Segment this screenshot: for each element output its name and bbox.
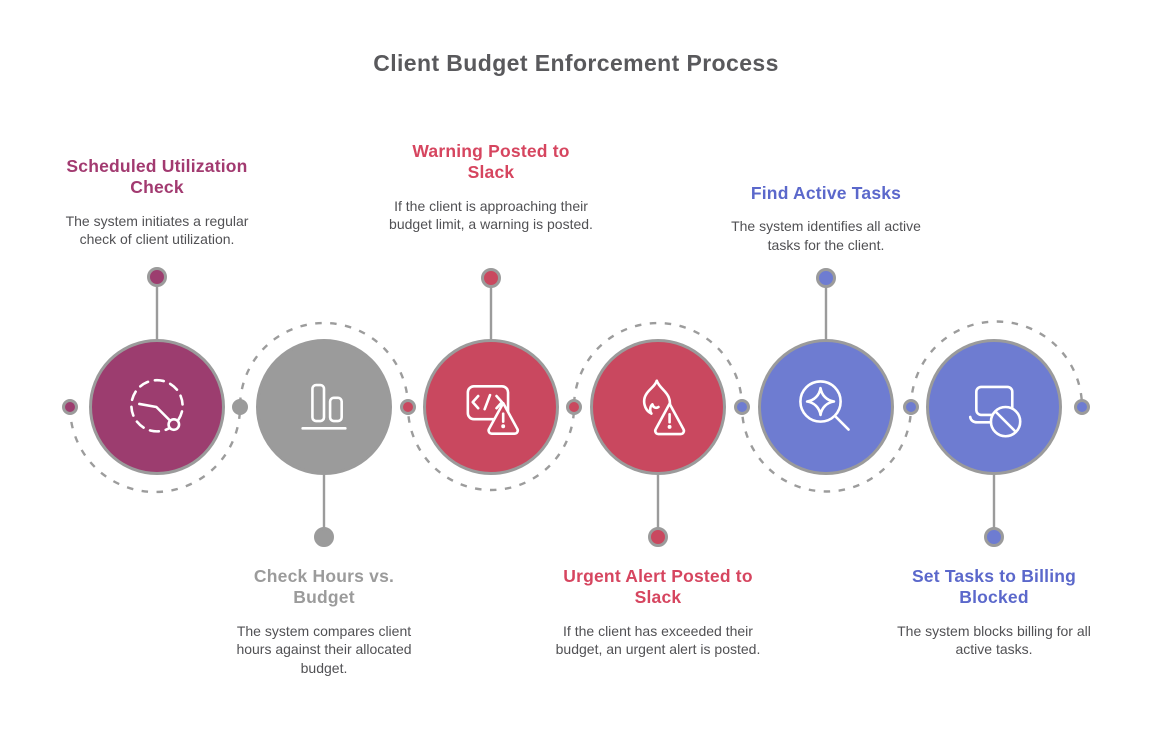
mid-dot: [62, 399, 78, 415]
step-2-heading: Check Hours vs. Budget: [253, 566, 395, 608]
stem-dot: [147, 267, 167, 287]
step-5-heading: Find Active Tasks: [750, 183, 902, 203]
page-title: Client Budget Enforcement Process: [373, 50, 779, 76]
search-sparkle-icon: [787, 368, 865, 446]
step-5-circle: [758, 339, 894, 475]
stem-dot: [481, 268, 501, 288]
step-3-heading: Warning Posted to Slack: [412, 141, 570, 183]
step-2-text: Check Hours vs. Budget The system compar…: [222, 566, 427, 677]
step-2-description: The system compares client hours against…: [236, 622, 412, 676]
scheduled-check-icon: [118, 368, 196, 446]
step-1-text: Scheduled Utilization Check The system i…: [46, 156, 268, 249]
fire-warning-icon: [619, 368, 697, 446]
laptop-blocked-icon: [955, 368, 1033, 446]
code-warning-icon: [452, 368, 530, 446]
step-6-heading: Set Tasks to Billing Blocked: [911, 566, 1077, 608]
step-4-description: If the client has exceeded their budget,…: [555, 622, 761, 658]
step-5-text: Find Active Tasks The system identifies …: [724, 183, 929, 254]
step-6-description: The system blocks billing for all active…: [897, 622, 1091, 658]
bar-chart-icon: [285, 368, 363, 446]
step-2-circle: [256, 339, 392, 475]
step-1-description: The system initiates a regular check of …: [65, 212, 249, 248]
stem-dot: [314, 527, 334, 547]
step-3-text: Warning Posted to Slack If the client is…: [380, 141, 602, 234]
stem-dot: [816, 268, 836, 288]
step-4-circle: [590, 339, 726, 475]
step-1-heading: Scheduled Utilization Check: [66, 156, 248, 198]
mid-dot: [232, 399, 248, 415]
step-4-text: Urgent Alert Posted to Slack If the clie…: [548, 566, 768, 659]
step-1-circle: [89, 339, 225, 475]
step-3-circle: [423, 339, 559, 475]
step-6-text: Set Tasks to Billing Blocked The system …: [888, 566, 1100, 659]
mid-dot: [734, 399, 750, 415]
mid-dot: [400, 399, 416, 415]
stem-dot: [984, 527, 1004, 547]
stem-dot: [648, 527, 668, 547]
step-3-description: If the client is approaching their budge…: [389, 197, 593, 233]
step-5-description: The system identifies all active tasks f…: [731, 218, 921, 253]
step-6-circle: [926, 339, 1062, 475]
step-4-heading: Urgent Alert Posted to Slack: [563, 566, 753, 608]
mid-dot: [566, 399, 582, 415]
mid-dot: [1074, 399, 1090, 415]
mid-dot: [903, 399, 919, 415]
